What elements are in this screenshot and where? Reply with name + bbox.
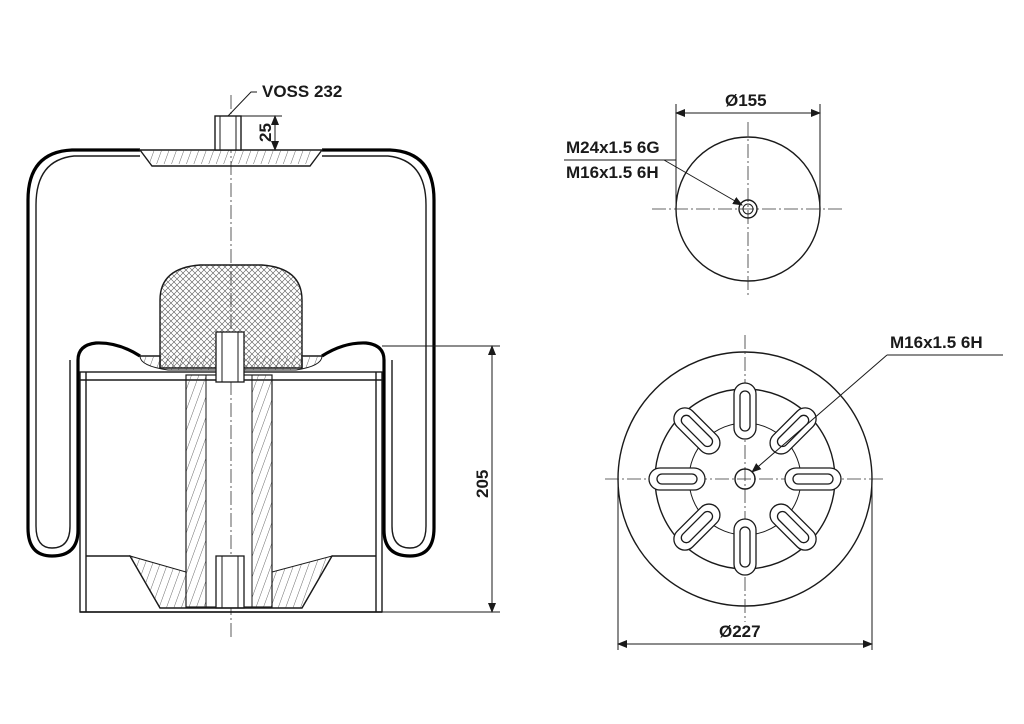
top-diameter-label: Ø155 [725,91,767,110]
top-thread-outer-label: M24x1.5 6G [566,138,660,157]
piston-base-cone [86,555,376,609]
bumper [159,264,303,369]
fitting-height-label: 25 [256,123,275,142]
fitting-label: VOSS 232 [262,82,342,101]
overall-height-label: 205 [473,470,492,498]
bottom-nut [215,555,245,609]
bottom-view: M16x1.5 6H Ø227 [605,333,1003,650]
top-thread-inner-label: M16x1.5 6H [566,163,659,182]
fitting [214,115,242,151]
bottom-thread-label: M16x1.5 6H [890,333,983,352]
top-bolt [215,331,245,383]
bellows-inner [35,155,140,549]
bottom-thread-hole [734,468,756,490]
top-view: Ø155 M24x1.5 6G M16x1.5 6H [564,91,845,296]
section-view: 25 VOSS 232 205 [26,82,500,640]
radial-slots [648,382,842,576]
bottom-diameter-label: Ø227 [719,622,761,641]
bellows-outer [26,148,436,558]
